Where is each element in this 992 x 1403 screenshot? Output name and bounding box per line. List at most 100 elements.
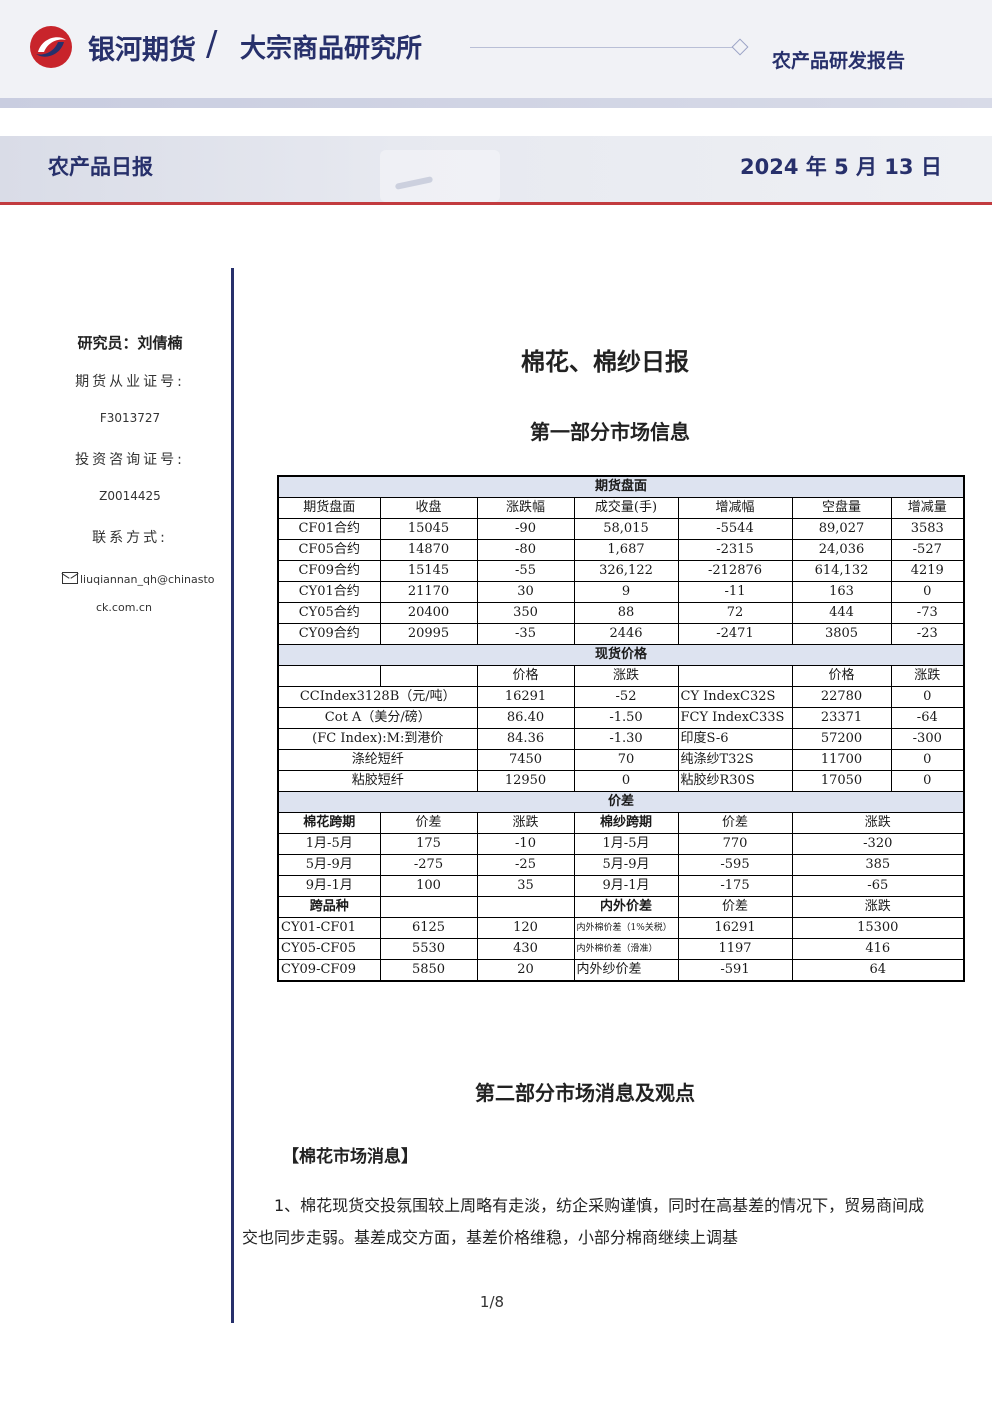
table-cell: 430 [476, 938, 575, 960]
table-cell: 0 [573, 770, 679, 792]
report-title: 棉花、棉纱日报 [521, 348, 689, 376]
table-cell: -1.30 [573, 728, 679, 750]
table-cell: 6125 [379, 917, 478, 939]
consult-label: 投资咨询证号: [75, 452, 185, 468]
table-cell: 770 [677, 833, 793, 855]
table-cell: 416 [791, 938, 965, 960]
table-cell: -275 [379, 854, 478, 876]
table-cell: 1,687 [573, 539, 679, 561]
column-header [379, 896, 478, 918]
email-address[interactable]: liuqiannan_qh@chinasto ck.com.cn [62, 566, 222, 622]
column-header: 增减幅 [677, 497, 793, 519]
table-cell: 24,036 [791, 539, 892, 561]
table-cell: 614,132 [791, 560, 892, 582]
table-cell: 3583 [890, 518, 965, 540]
table-cell: 3805 [791, 623, 892, 645]
table-cell: 5月-9月 [277, 854, 381, 876]
table-cell: 58,015 [573, 518, 679, 540]
table-cell: -55 [476, 560, 575, 582]
table-cell: 涤纶短纤 [277, 749, 478, 771]
table-cell: -11 [677, 581, 793, 603]
report-type: 农产品研发报告 [772, 50, 906, 72]
table-cell: 4219 [890, 560, 965, 582]
table-cell: 444 [791, 602, 892, 624]
table-cell: 1197 [677, 938, 793, 960]
column-header-row: 棉花跨期价差涨跌棉纱跨期价差涨跌 [277, 812, 965, 834]
table-cell: CY09-CF09 [277, 959, 381, 982]
table-cell: 0 [890, 770, 965, 792]
table-cell: 163 [791, 581, 892, 603]
futures-section-title: 期货盘面 [277, 475, 965, 498]
column-header [476, 896, 575, 918]
researcher-name: 研究员：刘倩楠 [77, 334, 183, 352]
banner-underline [0, 202, 992, 205]
section-header-row: 现货价格 [277, 644, 965, 666]
table-cell: 0 [890, 581, 965, 603]
column-header: 成交量(手) [573, 497, 679, 519]
table-cell: 35 [476, 875, 575, 897]
table-cell: 9月-1月 [573, 875, 679, 897]
table-cell: -212876 [677, 560, 793, 582]
table-cell: -52 [573, 686, 679, 708]
galaxy-logo-icon [30, 26, 72, 68]
column-header [677, 665, 793, 687]
page-number: 1/8 [479, 1293, 505, 1311]
table-cell: 2446 [573, 623, 679, 645]
table-cell: (FC Index):M:到港价 [277, 728, 478, 750]
column-header: 价差 [677, 896, 793, 918]
table-cell: 16291 [476, 686, 575, 708]
table-cell: -591 [677, 959, 793, 982]
column-header: 价格 [476, 665, 575, 687]
contact-label: 联系方式: [92, 530, 168, 546]
table-cell: 86.40 [476, 707, 575, 729]
table-cell: 30 [476, 581, 575, 603]
table-cell: -35 [476, 623, 575, 645]
column-header: 涨跌 [791, 896, 965, 918]
column-header: 价差 [677, 812, 793, 834]
table-cell: -80 [476, 539, 575, 561]
spread-section-title: 价差 [277, 791, 965, 813]
table-cell: 89,027 [791, 518, 892, 540]
table-cell: CCIndex3128B（元/吨） [277, 686, 478, 708]
table-cell: 12950 [476, 770, 575, 792]
title-banner [0, 136, 992, 202]
column-header: 增减量 [890, 497, 965, 519]
table-cell: Cot A（美分/磅） [277, 707, 478, 729]
section-header-row: 期货盘面 [277, 475, 965, 498]
table-cell: CF05合约 [277, 539, 381, 561]
top-header [0, 0, 992, 100]
table-cell: 21170 [379, 581, 478, 603]
column-header-row: 跨品种内外价差价差涨跌 [277, 896, 965, 918]
table-cell: -595 [677, 854, 793, 876]
section-title-part1: 第一部分市场信息 [530, 420, 690, 444]
table-cell: CY01-CF01 [277, 917, 381, 939]
column-header: 涨跌 [573, 665, 679, 687]
column-header [379, 665, 478, 687]
table-cell: -25 [476, 854, 575, 876]
table-cell: 326,122 [573, 560, 679, 582]
banner-decoration [380, 150, 500, 202]
spot-section-title: 现货价格 [277, 644, 965, 666]
mail-icon [62, 572, 78, 584]
table-cell: 11700 [791, 749, 892, 771]
table-cell: CY01合约 [277, 581, 381, 603]
table-cell: -5544 [677, 518, 793, 540]
column-header: 价差 [379, 812, 478, 834]
table-cell: 20 [476, 959, 575, 982]
table-cell: 70 [573, 749, 679, 771]
table-cell: -23 [890, 623, 965, 645]
table-cell: -64 [890, 707, 965, 729]
table-cell: -2315 [677, 539, 793, 561]
